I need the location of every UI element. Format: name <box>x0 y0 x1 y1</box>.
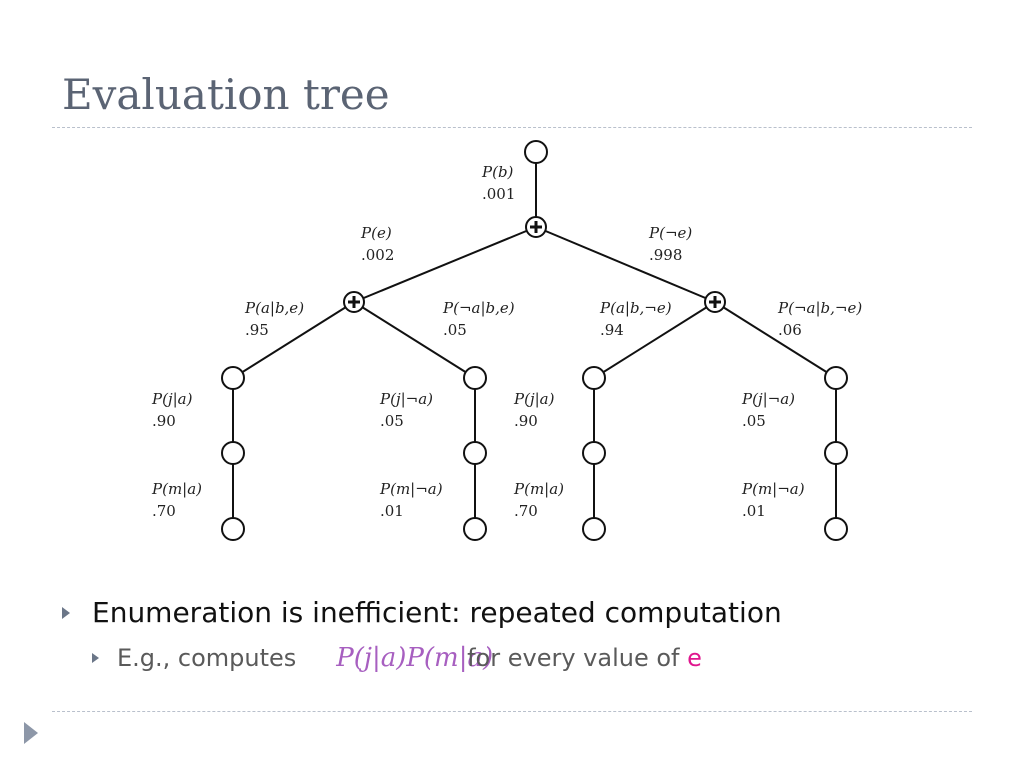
value-p-a-b-not-e: .94 <box>600 321 624 339</box>
label-p-not-a-b-not-e: P(¬a|b,¬e) <box>777 299 862 317</box>
label-p-not-a-b-e: P(¬a|b,e) <box>442 299 515 317</box>
edge-e <box>353 226 537 303</box>
bullet-text: Enumeration is inefficient: repeated com… <box>92 596 782 629</box>
edge-not-a-b-e <box>353 301 476 379</box>
label-p-m-not-a-2: P(m|¬a) <box>741 480 805 498</box>
edge-not-a-b-not-e <box>714 301 837 379</box>
tree-node <box>221 441 245 465</box>
bullet-item: Enumeration is inefficient: repeated com… <box>62 596 782 629</box>
value-p-not-a-b-e: .05 <box>443 321 467 339</box>
label-p-j-not-a-1: P(j|¬a) <box>379 390 433 408</box>
tree-node <box>582 366 606 390</box>
value-p-j-not-a-1: .05 <box>380 412 404 430</box>
sum-node-left-icon <box>343 291 365 313</box>
label-p-j-a-2: P(j|a) <box>513 390 555 408</box>
slide-title: Evaluation tree <box>62 70 390 119</box>
value-p-not-a-b-not-e: .06 <box>778 321 802 339</box>
label-p-m-a-1: P(m|a) <box>151 480 202 498</box>
label-p-m-a-2: P(m|a) <box>513 480 564 498</box>
tree-node <box>824 441 848 465</box>
value-p-not-e: .998 <box>649 246 682 264</box>
tree-leaf-node <box>582 517 606 541</box>
sub-bullet-suffix: for every value of e <box>467 644 702 672</box>
formula-p-j-a-p-m-a: P(j|a)P(m|a) <box>336 643 494 673</box>
label-p-j-a-1: P(j|a) <box>151 390 193 408</box>
edge-not-e <box>535 226 716 303</box>
sum-node-root-icon <box>525 216 547 238</box>
tree-node <box>463 441 487 465</box>
tree-node <box>463 366 487 390</box>
next-slide-arrow-icon[interactable] <box>24 722 38 744</box>
value-p-m-a-2: .70 <box>514 502 538 520</box>
value-p-j-a-2: .90 <box>514 412 538 430</box>
tree-node-root <box>524 140 548 164</box>
value-p-a-b-e: .95 <box>245 321 269 339</box>
value-p-m-not-a-2: .01 <box>742 502 766 520</box>
label-p-m-not-a-1: P(m|¬a) <box>379 480 443 498</box>
value-p-e: .002 <box>361 246 394 264</box>
label-p-j-not-a-2: P(j|¬a) <box>741 390 795 408</box>
sum-node-right-icon <box>704 291 726 313</box>
tree-node <box>824 366 848 390</box>
label-p-b: P(b) <box>481 163 514 181</box>
evaluation-tree-diagram: P(b) .001 P(e) .002 P(¬e) .998 P(a|b,e) … <box>151 140 862 541</box>
sub-bullet-item: E.g., computes P(j|a)P(m|a) for every va… <box>92 643 702 673</box>
label-p-a-b-e: P(a|b,e) <box>244 299 304 317</box>
edge-a-b-e <box>232 301 355 379</box>
label-p-e: P(e) <box>360 224 392 242</box>
value-p-j-not-a-2: .05 <box>742 412 766 430</box>
variable-e: e <box>687 644 702 672</box>
tree-leaf-node <box>824 517 848 541</box>
tree-leaf-node <box>463 517 487 541</box>
edge-a-b-not-e <box>593 301 716 379</box>
label-p-a-b-not-e: P(a|b,¬e) <box>599 299 672 317</box>
title-divider <box>52 127 972 128</box>
tree-leaf-node <box>221 517 245 541</box>
footer-divider <box>52 711 972 712</box>
bullet-arrow-icon <box>62 606 70 619</box>
label-p-not-e: P(¬e) <box>648 224 692 242</box>
sub-bullet-prefix: E.g., computes <box>117 644 297 672</box>
tree-node <box>221 366 245 390</box>
sub-bullet-suffix-text: for every value of <box>467 644 688 672</box>
value-p-m-a-1: .70 <box>152 502 176 520</box>
value-p-m-not-a-1: .01 <box>380 502 404 520</box>
sub-bullet-arrow-icon <box>92 653 99 663</box>
value-p-b: .001 <box>482 185 515 203</box>
value-p-j-a-1: .90 <box>152 412 176 430</box>
tree-node <box>582 441 606 465</box>
